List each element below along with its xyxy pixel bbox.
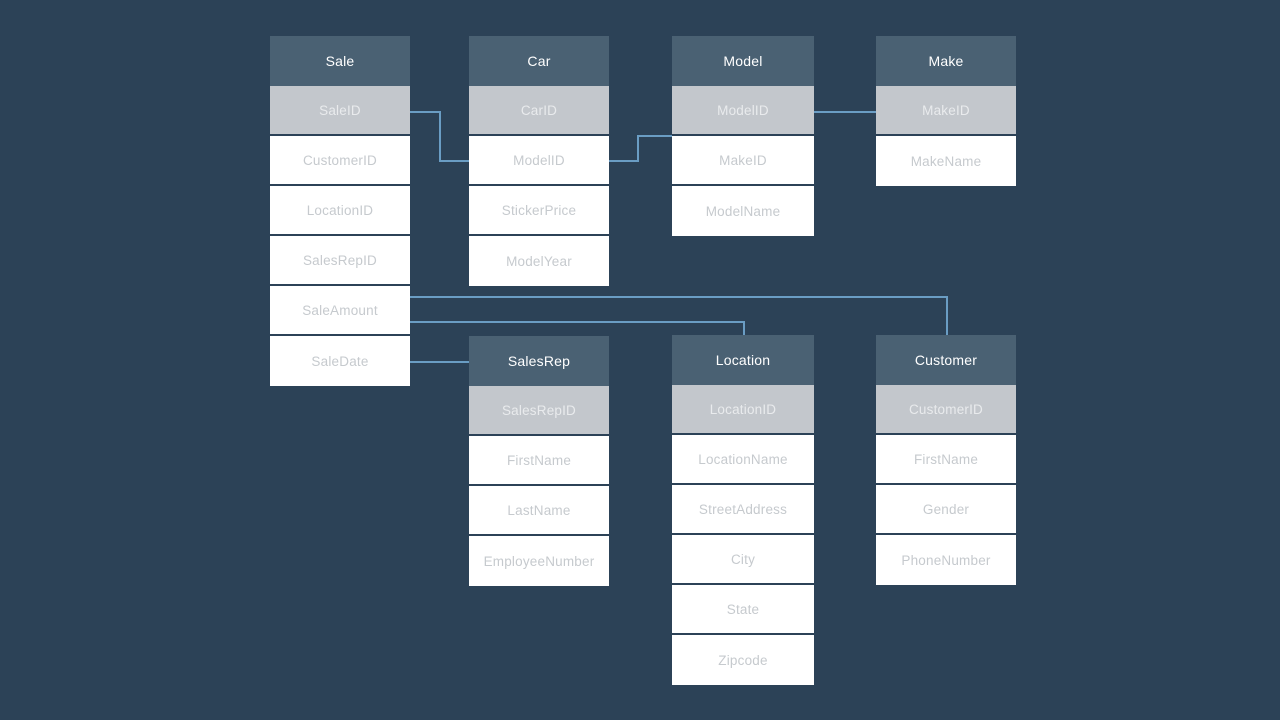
field-location-city[interactable]: City	[672, 535, 814, 585]
field-salesrep-firstname[interactable]: FirstName	[469, 436, 609, 486]
field-salesrep-employeenumber[interactable]: EmployeeNumber	[469, 536, 609, 586]
connector-car-modelid-to-model-modelid	[609, 135, 672, 162]
field-customer-gender[interactable]: Gender	[876, 485, 1016, 535]
field-sale-customerid[interactable]: CustomerID	[270, 136, 410, 186]
entity-title-make: Make	[876, 36, 1016, 86]
field-sale-saleamount[interactable]: SaleAmount	[270, 286, 410, 336]
field-car-modelyear[interactable]: ModelYear	[469, 236, 609, 286]
field-salesrep-salesrepid[interactable]: SalesRepID	[469, 386, 609, 436]
field-sale-locationid[interactable]: LocationID	[270, 186, 410, 236]
entity-title-customer: Customer	[876, 335, 1016, 385]
entity-title-location: Location	[672, 335, 814, 385]
field-customer-phonenumber[interactable]: PhoneNumber	[876, 535, 1016, 585]
field-make-makename[interactable]: MakeName	[876, 136, 1016, 186]
field-location-locationid[interactable]: LocationID	[672, 385, 814, 435]
field-sale-saleid[interactable]: SaleID	[270, 86, 410, 136]
connector-sale-locationid-to-location-locationid	[410, 321, 745, 335]
field-car-carid[interactable]: CarID	[469, 86, 609, 136]
field-make-makeid[interactable]: MakeID	[876, 86, 1016, 136]
connector-sale-customerid-to-customer-customerid	[410, 296, 948, 335]
field-location-streetaddress[interactable]: StreetAddress	[672, 485, 814, 535]
entity-title-salesrep: SalesRep	[469, 336, 609, 386]
field-sale-salesrepid[interactable]: SalesRepID	[270, 236, 410, 286]
field-sale-saledate[interactable]: SaleDate	[270, 336, 410, 386]
field-model-makeid[interactable]: MakeID	[672, 136, 814, 186]
field-customer-customerid[interactable]: CustomerID	[876, 385, 1016, 435]
field-car-stickerprice[interactable]: StickerPrice	[469, 186, 609, 236]
field-location-zipcode[interactable]: Zipcode	[672, 635, 814, 685]
field-location-locationname[interactable]: LocationName	[672, 435, 814, 485]
field-location-state[interactable]: State	[672, 585, 814, 635]
field-salesrep-lastname[interactable]: LastName	[469, 486, 609, 536]
entity-title-sale: Sale	[270, 36, 410, 86]
field-model-modelid[interactable]: ModelID	[672, 86, 814, 136]
connector-car-carid-to-sale-saleid	[410, 111, 469, 162]
entity-title-model: Model	[672, 36, 814, 86]
entity-title-car: Car	[469, 36, 609, 86]
field-model-modelname[interactable]: ModelName	[672, 186, 814, 236]
field-car-modelid[interactable]: ModelID	[469, 136, 609, 186]
field-customer-firstname[interactable]: FirstName	[876, 435, 1016, 485]
